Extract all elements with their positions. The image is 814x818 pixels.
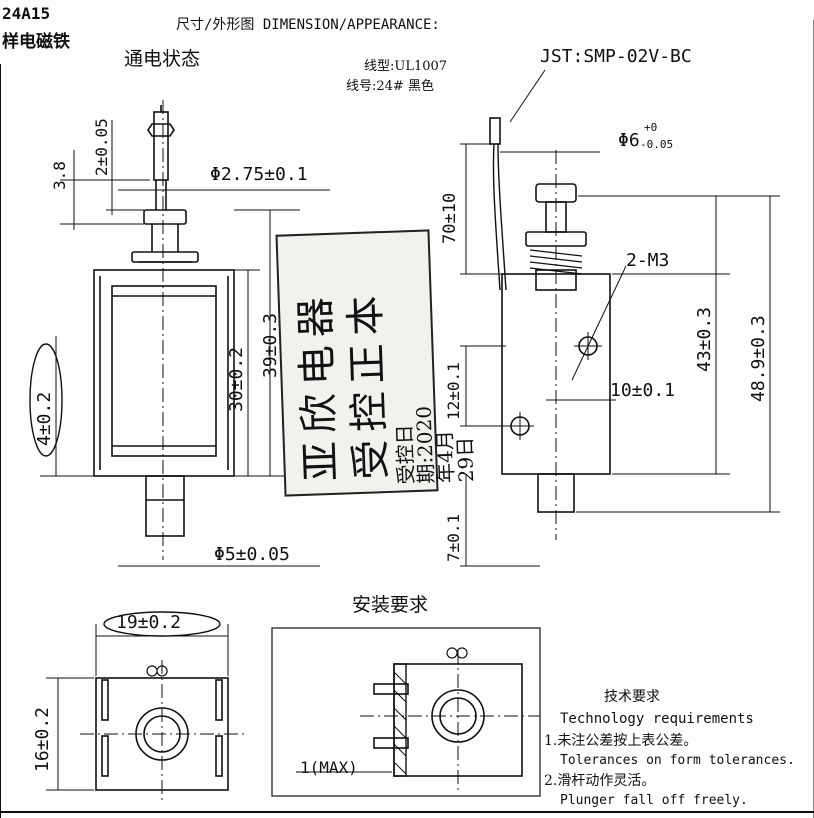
- bottom-view-drawing: [46, 611, 246, 800]
- installation-title: 安装要求: [352, 594, 429, 616]
- dim-head: 3.8: [50, 161, 69, 190]
- connector-label: JST:SMP-02V-BC: [540, 46, 692, 67]
- dim-hole-offset: 10±0.1: [610, 380, 676, 401]
- tech-item1-cn: 1.未注公差按上表公差。: [544, 733, 698, 749]
- tech-item2-en: Plunger fall off freely.: [560, 793, 748, 808]
- installation-drawing: [271, 627, 541, 797]
- dim-bottom-width: 19±0.2: [116, 612, 182, 633]
- front-view-title: 通电状态: [124, 48, 201, 70]
- dim-bottom-7: 7±0.1: [444, 513, 463, 562]
- tech-title: 技术要求: [604, 689, 660, 705]
- part-code: 24A15: [2, 4, 51, 23]
- control-stamp: 亚欣电器 受控正本 受控日期:2020年4月29日: [275, 229, 478, 497]
- dim-thread: 2-M3: [626, 250, 670, 271]
- wire-gauge: 线号:24# 黑色: [346, 79, 434, 94]
- front-view-drawing: [29, 100, 330, 567]
- dim-outer-dia-tol-lower: -0.05: [640, 138, 674, 151]
- dim-plunger-tip: 2±0.05: [92, 118, 111, 176]
- dim-body-height: 39±0.3: [260, 312, 281, 378]
- dim-outer-dia-tol-upper: +0: [644, 121, 658, 134]
- stamp-line-3: 受控日期:2020年4月29日: [392, 405, 479, 485]
- dim-outer-dia: Φ6: [618, 130, 640, 151]
- dim-wire-length: 70±10: [440, 192, 460, 244]
- dim-stroke: 4±0.2: [34, 391, 55, 446]
- drawing-title: 尺寸/外形图 DIMENSION/APPEARANCE:: [176, 17, 440, 33]
- dim-bottom-dia: Φ5±0.05: [214, 544, 290, 565]
- dim-gap: 1(MAX): [300, 758, 358, 777]
- stamp-line-2: 受控正本: [342, 286, 396, 481]
- dim-total-48: 48.9±0.3: [748, 315, 769, 402]
- dim-frame-height: 30±0.2: [226, 346, 247, 412]
- dim-plunger-dia: Φ2.75±0.1: [210, 164, 308, 185]
- tech-title-en: Technology requirements: [560, 711, 754, 727]
- product-type: 样电磁铁: [2, 32, 70, 52]
- side-view-drawing: [460, 69, 780, 567]
- tech-item1-en: Tolerances on form tolerances.: [560, 753, 795, 768]
- tech-item2-cn: 2.滑杆动作灵活。: [544, 773, 656, 789]
- wire-type: 线型:UL1007: [364, 59, 448, 74]
- dim-bottom-height: 16±0.2: [32, 706, 53, 772]
- stamp-line-1: 亚欣电器: [292, 288, 346, 483]
- dim-body-43: 43±0.3: [694, 306, 715, 372]
